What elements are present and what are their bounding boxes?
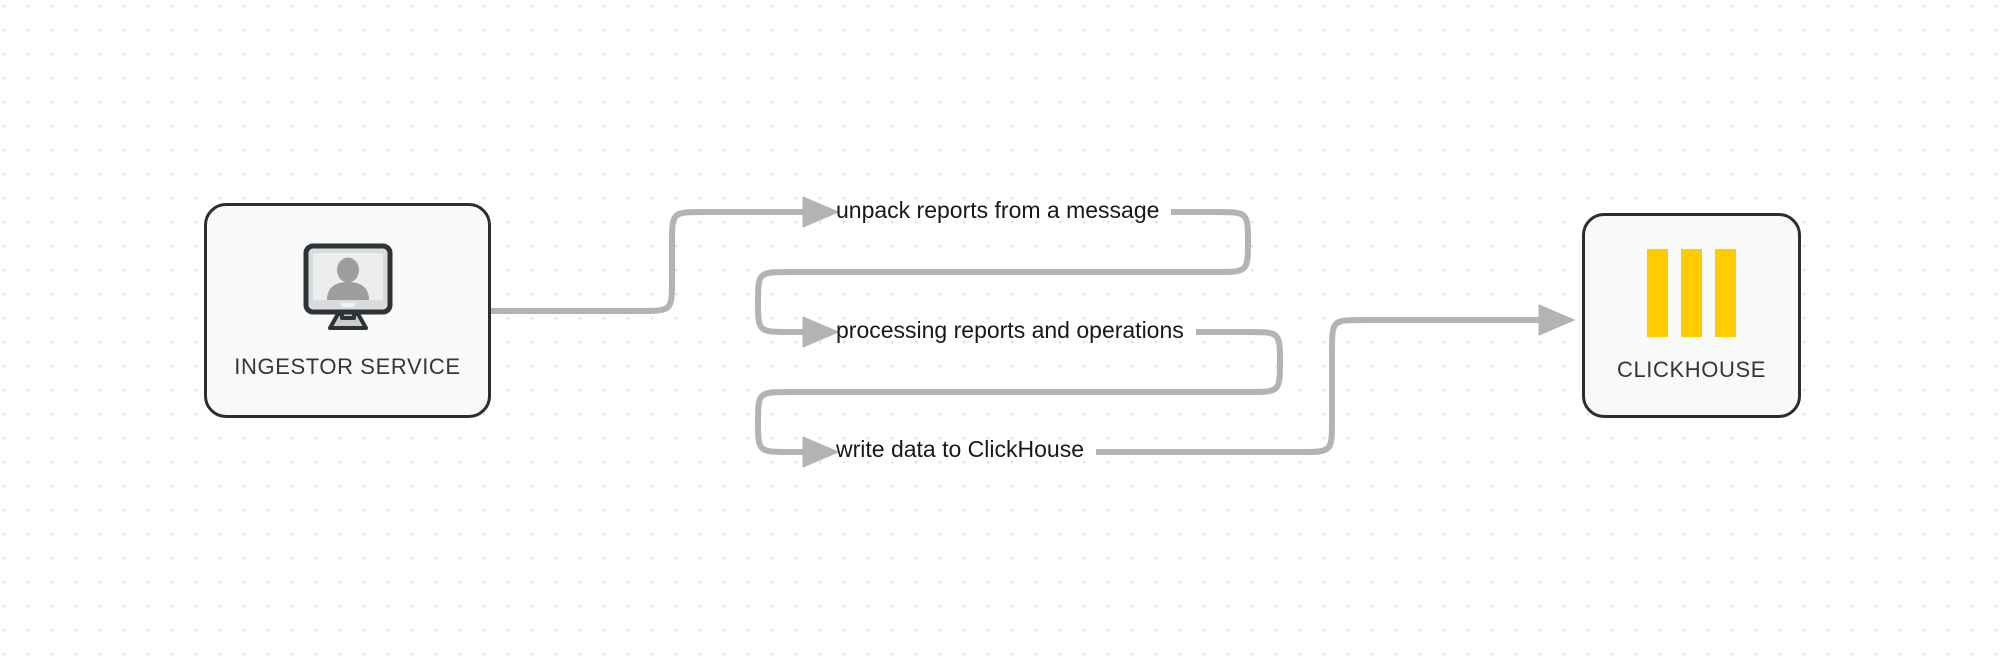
- clickhouse-bar-1: [1647, 248, 1668, 337]
- edge-step1-to-step2: [755, 209, 1251, 348]
- clickhouse-bars-icon: [1647, 248, 1736, 337]
- node-ingestor-service-label: INGESTOR SERVICE: [234, 353, 461, 379]
- node-ingestor-service[interactable]: INGESTOR SERVICE: [204, 203, 491, 418]
- clickhouse-bar-2: [1681, 248, 1702, 337]
- edge-label-write-data: write data to ClickHouse: [836, 436, 1084, 462]
- node-clickhouse-label: CLICKHOUSE: [1616, 356, 1767, 382]
- edge-label-unpack-reports: unpack reports from a message: [836, 197, 1160, 223]
- node-clickhouse[interactable]: CLICKHOUSE: [1582, 213, 1801, 418]
- clickhouse-bar-3: [1715, 248, 1736, 337]
- edge-step2-to-step3: [755, 329, 1283, 468]
- edge-label-processing-reports: processing reports and operations: [836, 317, 1184, 343]
- monitor-user-icon: [296, 242, 400, 338]
- edge-service-to-step1: [491, 196, 840, 314]
